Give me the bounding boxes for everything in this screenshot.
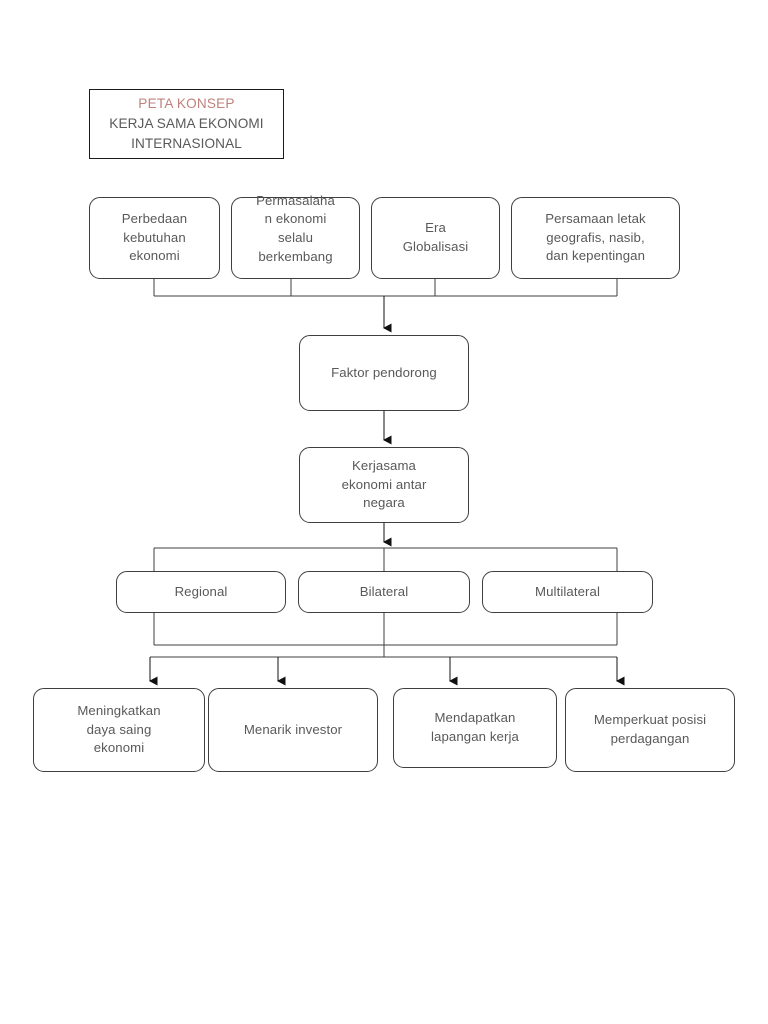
node-label: Meningkatkan daya saing ekonomi (77, 702, 161, 756)
node-benefit-daya-saing-ekonomi[interactable]: Meningkatkan daya saing ekonomi (33, 688, 205, 772)
node-driver-persamaan-letak-geografis[interactable]: Persamaan letak geografis, nasib, dan ke… (511, 197, 680, 279)
node-label: Era Globalisasi (402, 220, 469, 254)
node-label: Multilateral (535, 583, 600, 599)
title-main-line: KERJA SAMA EKONOMI INTERNASIONAL (109, 116, 264, 151)
node-type-regional[interactable]: Regional (116, 571, 286, 613)
node-type-bilateral[interactable]: Bilateral (298, 571, 470, 613)
node-label: Regional (174, 583, 228, 599)
node-driver-perbedaan-kebutuhan[interactable]: Perbedaan kebutuhan ekonomi (89, 197, 220, 279)
title-accent-line: PETA KONSEP (138, 96, 235, 112)
node-benefit-posisi-perdagangan[interactable]: Memperkuat posisi perdagangan (565, 688, 735, 772)
node-label: Memperkuat posisi perdagangan (593, 712, 707, 746)
node-label: Faktor pendorong (331, 364, 437, 380)
node-kerjasama-ekonomi-antar-negara[interactable]: Kerjasama ekonomi antar negara (299, 447, 469, 523)
node-label: Menarik investor (243, 721, 343, 737)
connector-benefit-arrows (148, 657, 625, 686)
node-benefit-menarik-investor[interactable]: Menarik investor (208, 688, 378, 772)
node-label: Permasalaha n ekonomi selalu berkembang (256, 192, 335, 264)
node-label: Perbedaan kebutuhan ekonomi (121, 210, 188, 264)
connector-drivers-to-faktor (153, 279, 618, 297)
node-benefit-lapangan-kerja[interactable]: Mendapatkan lapangan kerja (393, 688, 557, 768)
node-label: Bilateral (359, 583, 409, 599)
node-driver-permasalahan-ekonomi[interactable]: Permasalaha n ekonomi selalu berkembang (231, 193, 360, 279)
node-label: Mendapatkan lapangan kerja (431, 710, 519, 744)
concept-map-title-card: PETA KONSEP KERJA SAMA EKONOMI INTERNASI… (89, 89, 284, 159)
node-label: Persamaan letak geografis, nasib, dan ke… (545, 210, 646, 264)
node-type-multilateral[interactable]: Multilateral (482, 571, 653, 613)
node-faktor-pendorong[interactable]: Faktor pendorong (299, 335, 469, 411)
node-label: Kerjasama ekonomi antar negara (341, 457, 427, 511)
node-driver-era-globalisasi[interactable]: Era Globalisasi (371, 197, 500, 279)
